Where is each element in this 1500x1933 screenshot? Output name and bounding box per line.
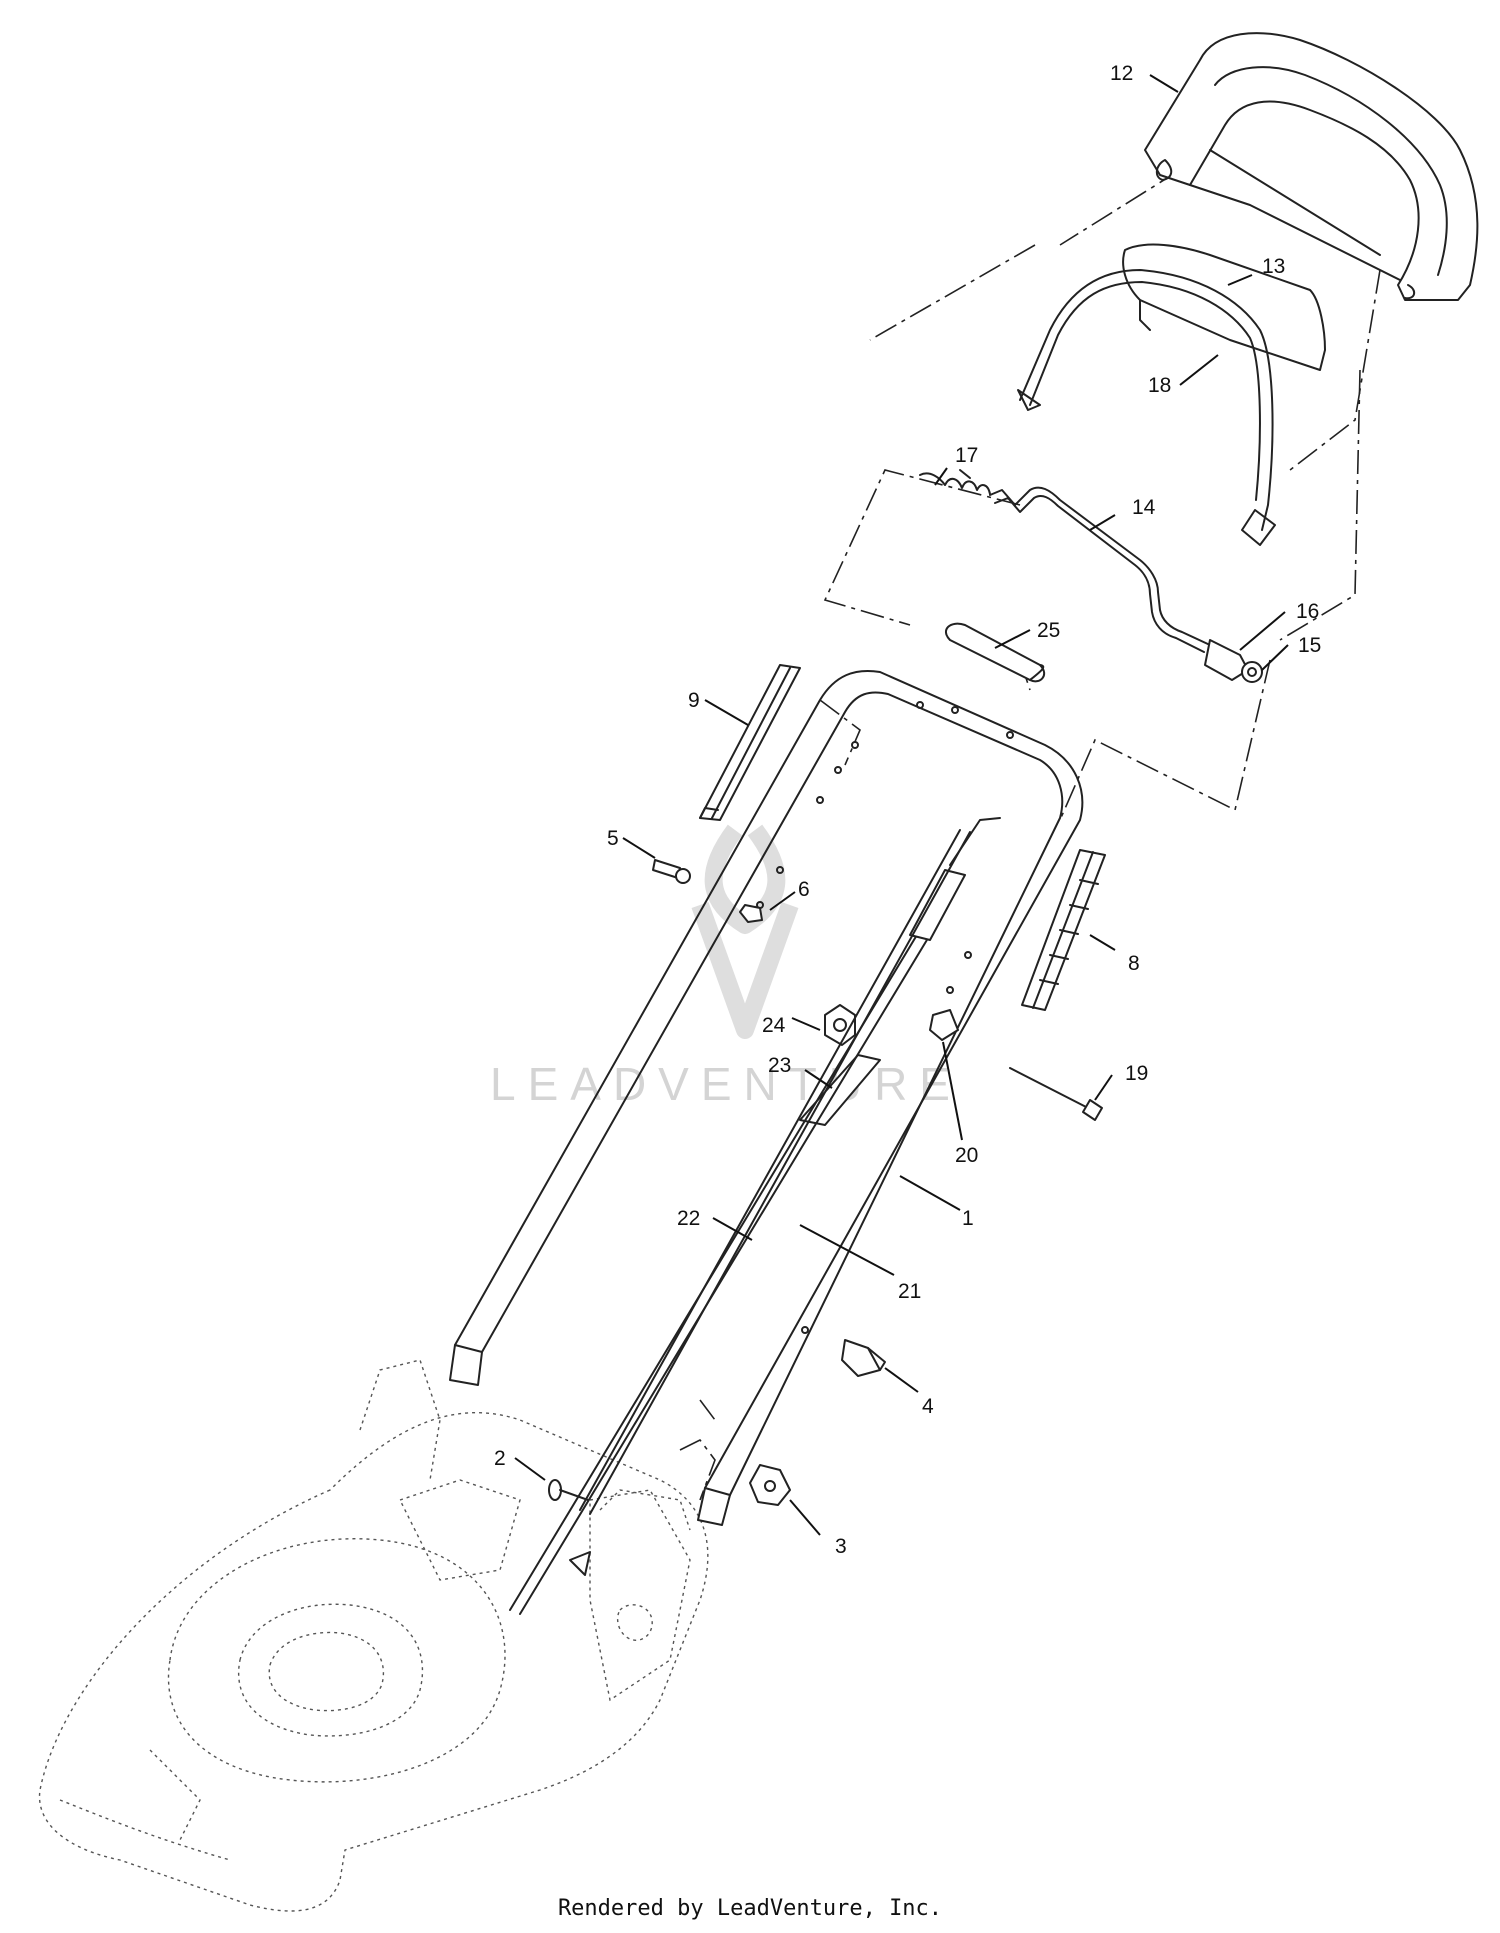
part-16-bushing [1204, 639, 1249, 681]
callout-24: 24 [762, 1014, 786, 1037]
watermark-text: LEADVENTURE [490, 1058, 962, 1110]
callout-1: 1 [962, 1207, 974, 1230]
callout-12: 12 [1110, 62, 1133, 85]
part-6-nut [739, 904, 763, 923]
callout-20: 20 [955, 1144, 978, 1167]
part-13-grip [1122, 243, 1326, 371]
part-9-left-guide [699, 664, 801, 821]
part-20-bracket [929, 1009, 959, 1041]
part-1-main-handle [449, 670, 1084, 1526]
callout-19: 19 [1125, 1062, 1148, 1085]
mower-deck [38, 1359, 709, 1912]
callout-25: 25 [1037, 619, 1060, 642]
part-2-bolt [548, 1479, 589, 1501]
callout-18: 18 [1148, 374, 1171, 397]
callout-15: 15 [1298, 634, 1321, 657]
part-8-right-guide [1021, 849, 1106, 1011]
callout-5: 5 [607, 827, 619, 850]
part-15-nut [1241, 661, 1263, 683]
callout-16: 16 [1296, 600, 1319, 623]
callout-22: 22 [677, 1207, 700, 1230]
part-3-knob [749, 1464, 791, 1506]
callout-9: 9 [688, 689, 700, 712]
assembly-lines [679, 169, 1381, 1501]
part-21-cable [579, 829, 971, 1515]
leader-lines [514, 74, 1289, 1536]
part-25-tube [945, 622, 1046, 683]
watermark-logo-icon [691, 824, 799, 1039]
callout-2: 2 [494, 1447, 506, 1470]
callout-21: 21 [898, 1280, 921, 1303]
part-4-sleeve [841, 1339, 886, 1377]
part-19-bolt [1009, 1067, 1103, 1121]
part-12-upper-handle [1144, 32, 1479, 301]
part-5-bolt [652, 859, 691, 884]
callout-4: 4 [922, 1395, 934, 1418]
part-24-knob [824, 1004, 856, 1046]
part-14-control-rod [989, 486, 1211, 653]
callout-23: 23 [768, 1054, 791, 1077]
callout-14: 14 [1132, 496, 1156, 519]
callout-17: 17 [955, 444, 978, 467]
callout-6: 6 [798, 878, 810, 901]
watermark: LEADVENTURE [490, 824, 962, 1110]
callouts: 12 13 18 17 14 16 15 25 9 5 6 8 24 19 23… [494, 62, 1321, 1558]
callout-8: 8 [1128, 952, 1140, 975]
callout-13: 13 [1262, 255, 1285, 278]
part-18-bail [1017, 269, 1276, 546]
footer-credit: Rendered by LeadVenture, Inc. [557, 1896, 943, 1921]
callout-3: 3 [835, 1535, 847, 1558]
